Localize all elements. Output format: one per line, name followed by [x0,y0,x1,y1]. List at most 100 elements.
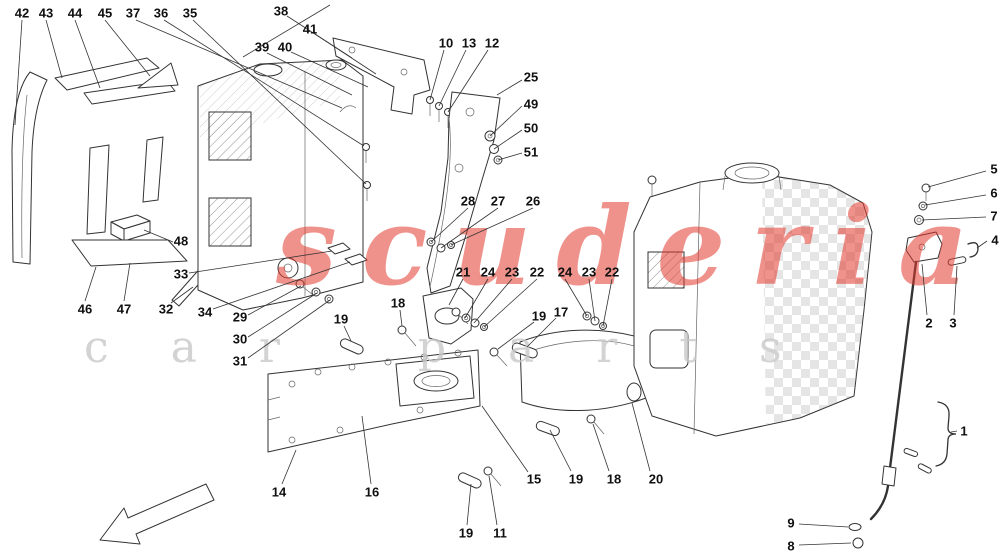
callout-47: 47 [117,302,131,317]
rod-pin-b [917,463,932,474]
bracket-15-16 [395,355,475,407]
bolt-washers-29-30-31 [295,279,334,304]
callout-33: 33 [174,267,188,282]
callout-19: 19 [532,309,546,324]
right-tank-checker-hatching [762,175,872,424]
callout-35: 35 [183,6,197,21]
callout-42: 42 [15,6,29,21]
leader-line-30 [247,292,318,338]
brace-1 [935,401,957,467]
spacer-17 [511,342,538,359]
watermark-brand: scuderia [275,184,993,310]
callout-5: 5 [990,162,997,177]
leader-line-48 [143,229,174,243]
leader-line-50 [493,129,523,150]
left-tank-opening [253,63,283,77]
callout-41: 41 [303,22,317,37]
leader-line-8 [798,542,852,546]
leader-line-39 [266,52,353,96]
leader-line-12 [447,49,489,113]
sender-bracket-2 [905,231,943,263]
leader-line-23 [588,278,596,322]
leader-line-32 [170,286,194,304]
callout-15: 15 [527,472,541,487]
callout-45: 45 [98,6,112,21]
callout-2: 2 [925,316,932,331]
callout-19: 19 [334,312,348,327]
leader-line-16 [361,415,372,485]
callout-18: 18 [607,472,621,487]
leader-line-4 [976,240,988,249]
leader-line-49 [489,105,523,137]
leader-line-51 [497,152,523,161]
callout-6: 6 [990,186,997,201]
clamp-37 [339,105,357,113]
leader-line-47 [123,262,131,302]
leader-line-36 [163,19,365,147]
bolt-11 [483,466,502,487]
leader-line-31 [247,299,331,359]
foam-pad-b [142,136,164,203]
exploded-drawing [11,4,979,549]
callout-19: 19 [569,472,583,487]
leader-line-17 [526,317,557,348]
foam-pad-a [86,144,110,235]
leader-line-3 [953,265,958,316]
leader-line-42 [14,19,23,126]
callout-17: 17 [554,305,568,320]
callout-4: 4 [991,233,999,248]
leader-line-19 [343,325,352,342]
leader-line-20 [631,402,651,472]
callout-24: 24 [481,265,496,280]
leader-line-27 [440,207,499,249]
leader-line-10 [429,49,445,101]
callout-31: 31 [233,354,247,369]
leader-line-24 [564,278,588,317]
callout-44: 44 [68,6,83,21]
hook-4 [967,242,979,258]
pin-3 [947,256,967,266]
mount-plate-25 [426,91,501,294]
leader-line-28 [430,207,469,243]
filler-neck [724,162,780,184]
leader-line-44 [74,19,101,89]
callout-40: 40 [278,40,292,55]
spacer-19-a [339,338,364,355]
callout-24: 24 [558,265,573,280]
right-fuel-tank [626,162,873,437]
leader-line-7 [921,216,987,221]
callout-37: 37 [126,6,140,21]
callout-43: 43 [39,6,53,21]
leader-line-19 [497,321,535,350]
rod-clevis [881,465,897,487]
leader-line-2 [921,263,928,316]
callout-20: 20 [649,472,663,487]
leader-line-25 [496,79,523,96]
callout-8: 8 [787,539,794,554]
leader-line-15 [481,405,529,473]
insulation-panels [11,57,235,307]
callout-22: 22 [530,265,544,280]
leader-line-46 [84,266,97,302]
callout-29: 29 [233,310,247,325]
leader-line-5 [927,170,987,188]
foam-wedge-45 [137,62,179,89]
leader-line-1 [950,430,958,433]
leader-line-13 [438,49,467,107]
callout-48: 48 [174,234,188,249]
leader-line-14 [281,449,297,485]
foam-shelf-46-47 [71,239,188,267]
callout-10: 10 [439,36,453,51]
callout-28: 28 [461,194,475,209]
callout-13: 13 [462,36,476,51]
leader-line-11 [488,475,498,526]
foam-strip-43 [54,57,160,91]
washer-9 [848,523,862,531]
right-tank-panel-a [647,251,685,289]
callout-3: 3 [949,316,956,331]
callout-22: 22 [605,265,619,280]
leader-line-22 [483,278,538,328]
leader-line-29 [247,285,302,316]
rod-pin-a [903,447,919,458]
fasteners-10-13-12 [426,96,452,128]
